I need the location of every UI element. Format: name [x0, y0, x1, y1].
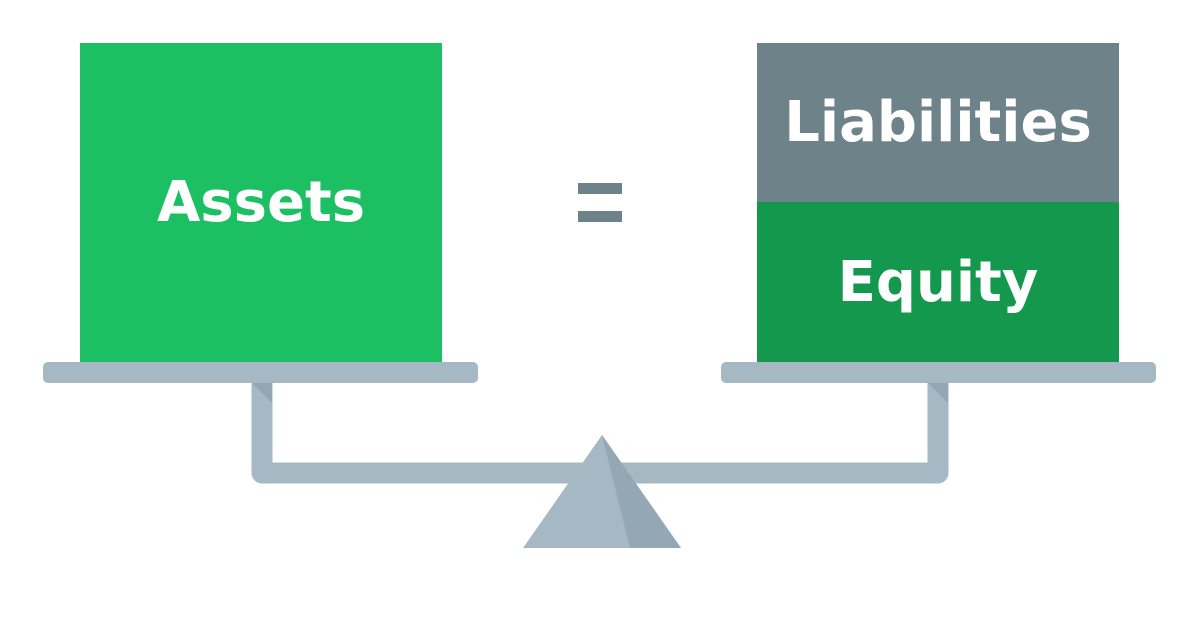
assets-block: Assets [80, 43, 442, 362]
equals-top-bar [578, 183, 622, 194]
equity-label: Equity [837, 249, 1039, 315]
left-post-shadow [252, 383, 272, 403]
fulcrum-shadow [602, 435, 681, 548]
left-scale-pan [43, 362, 478, 383]
liabilities-label: Liabilities [784, 90, 1092, 155]
assets-label: Assets [156, 170, 366, 235]
liabilities-block: Liabilities [757, 43, 1119, 202]
equals-sign [578, 183, 622, 223]
right-post-shadow [928, 383, 948, 403]
equals-bottom-bar [578, 211, 622, 222]
equity-block: Equity [757, 202, 1119, 362]
right-scale-pan [721, 362, 1156, 383]
